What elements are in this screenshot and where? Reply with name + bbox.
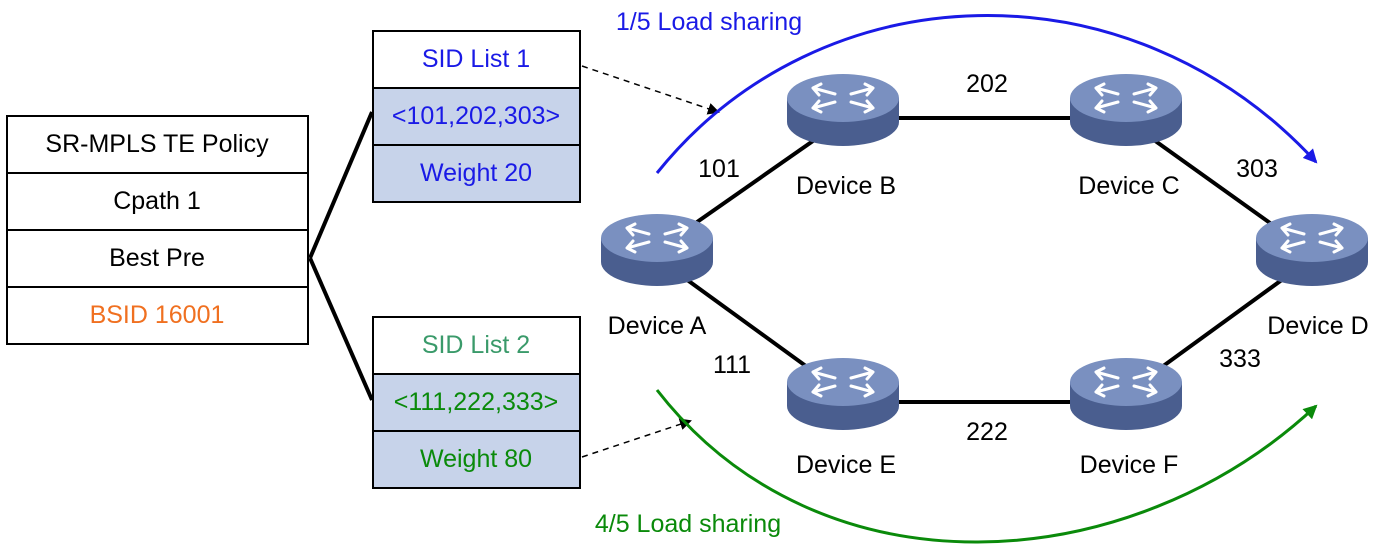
device-f-router-icon bbox=[1068, 356, 1184, 432]
sid-list-1-weight: Weight 20 bbox=[420, 159, 532, 187]
sid-list-1-pointer bbox=[581, 65, 720, 115]
sid-list-2-title: SID List 2 bbox=[422, 331, 530, 359]
sid-list-1-labels: <101,202,303> bbox=[392, 102, 560, 130]
link-label-fd: 333 bbox=[1219, 345, 1261, 373]
network-links bbox=[655, 116, 1314, 404]
device-d-label: Device D bbox=[1267, 312, 1368, 340]
device-d-router-icon bbox=[1254, 212, 1370, 288]
policy-bsid: BSID 16001 bbox=[90, 301, 225, 329]
policy-title: SR-MPLS TE Policy bbox=[45, 130, 269, 158]
device-a-router-icon bbox=[599, 212, 715, 288]
device-e-label: Device E bbox=[796, 451, 896, 479]
load-sharing-bottom-label: 4/5 Load sharing bbox=[595, 510, 781, 538]
device-e-router-icon bbox=[785, 356, 901, 432]
device-a-label: Device A bbox=[608, 312, 707, 340]
policy-table: SR-MPLS TE Policy Cpath 1 Best Pre BSID … bbox=[6, 115, 309, 345]
device-c-router-icon bbox=[1068, 72, 1184, 148]
sid-list-1-table: SID List 1 <101,202,303> Weight 20 bbox=[372, 30, 581, 203]
sid-list-1-title: SID List 1 bbox=[422, 45, 530, 73]
policy-cpath: Cpath 1 bbox=[113, 187, 201, 215]
link-label-cd: 303 bbox=[1236, 155, 1278, 183]
load-sharing-bottom-arrow bbox=[655, 389, 1318, 544]
device-f-label: Device F bbox=[1080, 451, 1179, 479]
device-b-router-icon bbox=[785, 72, 901, 148]
device-c-label: Device C bbox=[1078, 172, 1179, 200]
link-label-ef: 222 bbox=[966, 418, 1008, 446]
device-b-label: Device B bbox=[796, 172, 896, 200]
policy-connectors bbox=[308, 111, 374, 401]
link-label-ab: 101 bbox=[698, 155, 740, 183]
link-label-bc: 202 bbox=[966, 70, 1008, 98]
load-sharing-top-label: 1/5 Load sharing bbox=[616, 8, 802, 36]
link-label-ae: 111 bbox=[713, 351, 751, 379]
sid-list-2-pointer bbox=[581, 418, 692, 458]
sid-list-2-labels: <111,222,333> bbox=[394, 388, 559, 416]
policy-best-pre: Best Pre bbox=[109, 244, 205, 272]
sid-list-2-table: SID List 2 <111,222,333> Weight 80 bbox=[372, 316, 581, 489]
load-sharing-top-arrow bbox=[655, 14, 1318, 174]
sid-list-2-weight: Weight 80 bbox=[420, 445, 532, 473]
